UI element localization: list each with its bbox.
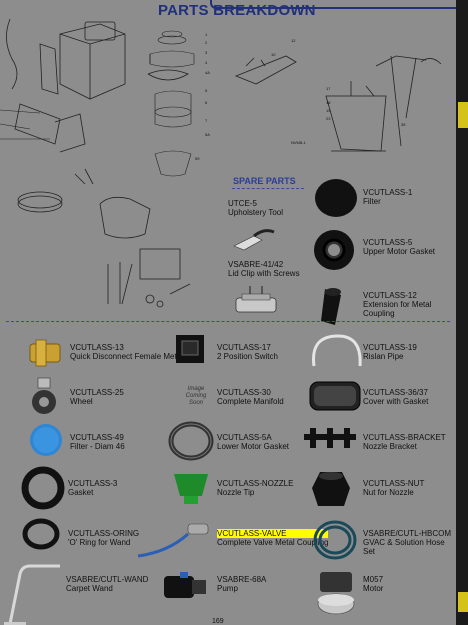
part-label-utce5: UTCE-5 Upholstery Tool bbox=[228, 199, 283, 217]
part-label-pump: VSABRE-68A Pump bbox=[217, 575, 267, 593]
nozzle-nut-image bbox=[312, 472, 350, 506]
part-label-bracket: VCUTLASS-BRACKET Nozzle Bracket bbox=[363, 433, 446, 451]
svg-text:5A: 5A bbox=[205, 132, 210, 137]
rislan-pipe-image bbox=[312, 334, 362, 367]
gasket-image bbox=[21, 466, 65, 510]
spare-parts-heading: SPARE PARTS bbox=[233, 176, 296, 186]
lid-clip-image bbox=[235, 286, 277, 313]
cover-gasket-image bbox=[309, 381, 361, 411]
part-label-oring: VCUTLASS-ORING 'O' Ring for Wand bbox=[68, 529, 140, 547]
svg-text:5: 5 bbox=[205, 88, 208, 93]
nozzle-tip-image bbox=[174, 474, 208, 504]
part-label-vcutlass49: VCUTLASS-49 Filter - Diam 46 bbox=[70, 433, 125, 451]
valve-hose-image bbox=[137, 523, 209, 558]
exploded-diagram: 1 2 3 4 4A 5 6 7 5A 59 bbox=[0, 18, 210, 308]
part-label-nut: VCUTLASS-NUT Nut for Nozzle bbox=[363, 479, 425, 497]
svg-text:18: 18 bbox=[326, 100, 331, 105]
wheel-image bbox=[32, 377, 56, 414]
o-ring-image bbox=[22, 518, 60, 550]
filter-image bbox=[315, 179, 357, 217]
svg-text:12: 12 bbox=[291, 38, 296, 43]
part-label-vcutlass25: VCUTLASS-25 Wheel bbox=[70, 388, 124, 406]
svg-text:19: 19 bbox=[326, 108, 331, 113]
part-label-hbcom: VSABRE/CUTL-HBCOM GVAC & Solution Hose S… bbox=[363, 529, 452, 556]
title-frame bbox=[210, 0, 456, 9]
svg-text:2: 2 bbox=[205, 40, 208, 45]
lower-motor-gasket-image bbox=[168, 421, 214, 461]
svg-text:4: 4 bbox=[205, 60, 208, 65]
part-label-valve: VCUTLASS-VALVE Complete Valve Metal Coup… bbox=[217, 529, 329, 547]
carpet-wand-image bbox=[4, 564, 60, 625]
filter-46-image bbox=[30, 424, 62, 456]
part-label-vcutlass19: VCUTLASS-19 Rislan Pipe bbox=[363, 343, 417, 361]
part-label-vcutlass5: VCUTLASS-5 Upper Motor Gasket bbox=[363, 238, 436, 256]
part-label-vcutlass5a: VCUTLASS-5A Lower Motor Gasket bbox=[217, 433, 290, 451]
part-label-vsabre41: VSABRE-41/42 Lid Clip with Screws bbox=[228, 260, 300, 278]
svg-text:1: 1 bbox=[205, 32, 208, 37]
section-divider bbox=[6, 321, 450, 322]
upper-motor-gasket-image bbox=[314, 230, 354, 270]
svg-text:35: 35 bbox=[401, 122, 406, 127]
page-title: PARTS BREAKDOWN bbox=[158, 2, 316, 19]
svg-text:4A: 4A bbox=[205, 70, 210, 75]
page-number: 169 bbox=[212, 618, 224, 625]
spare-parts-underline bbox=[232, 188, 304, 189]
image-coming-soon-placeholder: Image Coming Soon bbox=[185, 386, 207, 406]
part-label-vcutlass17: VCUTLASS-17 2 Position Switch bbox=[217, 343, 278, 361]
part-label-vcutlass12: VCUTLASS-12 Extension for Metal Coupling bbox=[363, 291, 432, 318]
page-edge-bar bbox=[456, 0, 468, 625]
parts-page: PARTS BREAKDOWN bbox=[0, 0, 456, 625]
pump-image bbox=[164, 572, 206, 598]
upholstery-tool-image bbox=[233, 229, 275, 251]
part-label-motor: M057 Motor bbox=[363, 575, 384, 593]
svg-text:6: 6 bbox=[205, 100, 208, 105]
part-label-vcutlass36: VCUTLASS-36/37 Cover with Gasket bbox=[363, 388, 429, 406]
switch-image bbox=[176, 335, 204, 363]
part-label-nozzle: VCUTLASS-NOZZLE Nozzle Tip bbox=[217, 479, 294, 497]
part-label-vcutlass13: VCUTLASS-13 Quick Disconnect Female Meta… bbox=[70, 343, 183, 361]
extension-coupling-image bbox=[321, 288, 341, 325]
part-label-vcutlass30: VCUTLASS-30 Complete Manifold bbox=[217, 388, 284, 406]
part-label-vcutlass3: VCUTLASS-3 Gasket bbox=[68, 479, 118, 497]
part-label-vcutlass1: VCUTLASS-1 Filter bbox=[363, 188, 413, 206]
svg-text:7: 7 bbox=[205, 118, 208, 123]
part-label-wand: VSABRE/CUTL-WAND Carpet Wand bbox=[66, 575, 149, 593]
quick-disconnect-image bbox=[29, 339, 61, 367]
hose-set-image bbox=[313, 520, 357, 560]
svg-text:59: 59 bbox=[195, 156, 200, 161]
section-tab-marker-bottom[interactable] bbox=[458, 592, 468, 612]
motor-image bbox=[317, 572, 355, 615]
svg-text:3: 3 bbox=[205, 50, 208, 55]
svg-text:23: 23 bbox=[326, 116, 331, 121]
svg-text:17: 17 bbox=[326, 86, 331, 91]
svg-text:10: 10 bbox=[271, 52, 276, 57]
svg-text:NVM8-1: NVM8-1 bbox=[291, 140, 306, 145]
nozzle-bracket-image bbox=[304, 428, 356, 448]
section-tab-marker[interactable] bbox=[458, 102, 468, 128]
